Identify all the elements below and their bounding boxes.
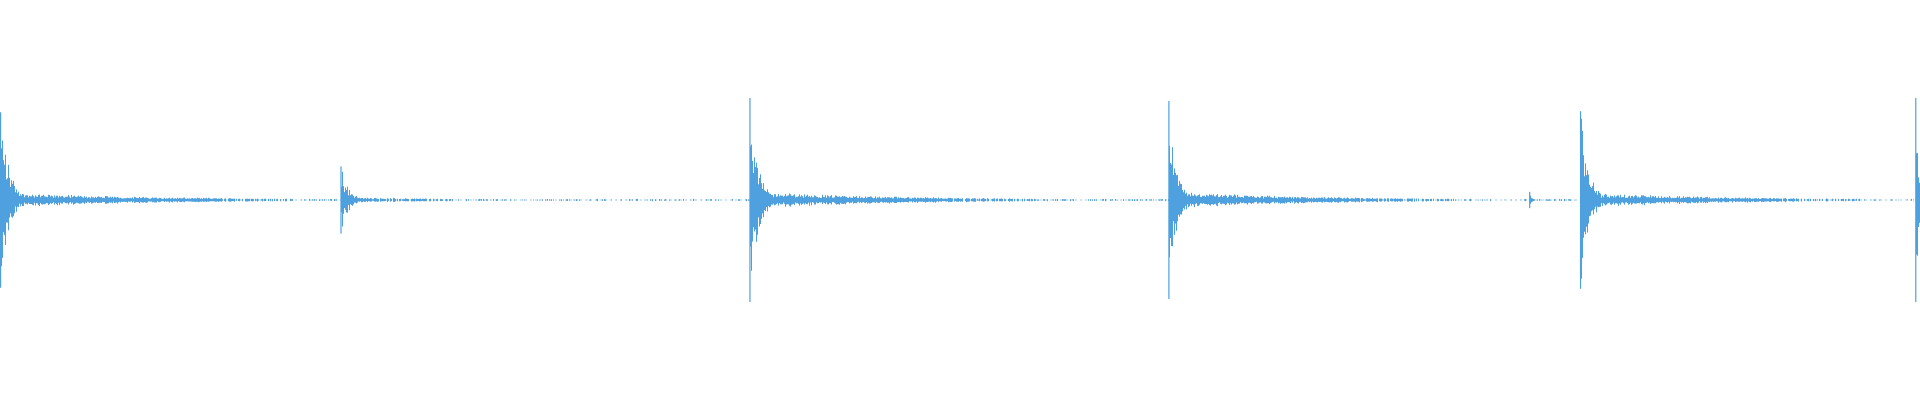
waveform-signal xyxy=(0,118,1920,279)
